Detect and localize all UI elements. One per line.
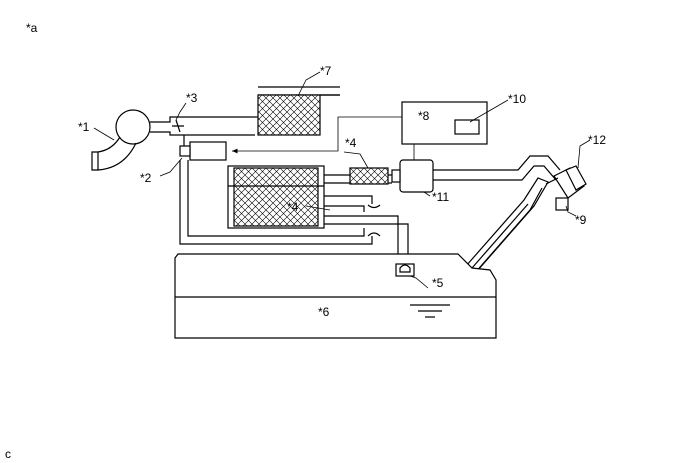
corner-code: c [5,447,11,461]
callout-9: *9 [575,213,587,227]
figure-label: *a [26,21,38,35]
filter-upper [324,167,392,185]
intake-air-cleaner [91,109,255,171]
leader-lines [93,71,591,289]
callout-4-lower: *4 [287,200,299,214]
callout-3: *3 [186,91,198,105]
callout-4-upper: *4 [345,136,357,150]
filler-cap [553,165,587,199]
pump-to-filler-line [433,155,561,181]
callout-1: *1 [78,120,90,134]
ecu-to-vsv-line [232,116,405,154]
purge-line [179,160,381,245]
engine-block [255,86,340,136]
intake-valve-mark [172,119,184,133]
callout-8: *8 [418,109,430,123]
callout-12: *12 [588,133,606,147]
callout-5: *5 [432,276,444,290]
callout-10: *10 [508,92,526,106]
ecu-unit [401,101,488,145]
charcoal-canister [227,165,325,229]
purge-vsv [179,135,227,161]
callout-6: *6 [318,305,330,319]
pump-module [391,159,434,193]
callout-2: *2 [140,171,152,185]
callout-7: *7 [320,64,332,78]
callout-11: *11 [432,190,449,204]
filler-neck-bracket [555,197,569,211]
fuel-tank [174,253,497,339]
canister-loop-lines [324,195,409,268]
tank-valve [395,263,415,277]
filler-pipe [465,177,559,275]
